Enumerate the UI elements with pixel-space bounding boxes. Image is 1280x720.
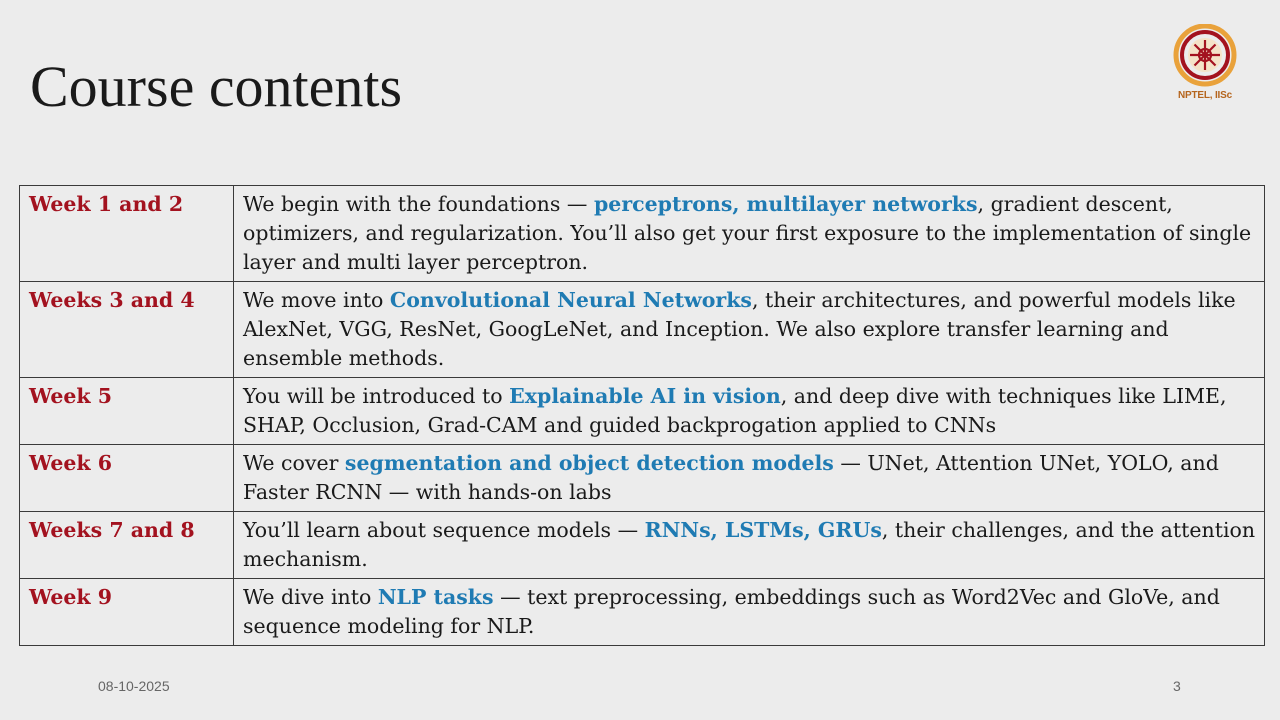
description-text: We begin with the foundations — — [243, 192, 594, 216]
nptel-logo-icon — [1173, 23, 1237, 87]
slide-title: Course contents — [30, 54, 403, 119]
week-description: You’ll learn about sequence models — RNN… — [233, 511, 1265, 579]
week-label: Week 9 — [19, 578, 234, 646]
week-description: You will be introduced to Explainable AI… — [233, 377, 1265, 445]
description-text: , gradient descent, optimizers, and regu… — [243, 192, 1252, 274]
week-description: We move into Convolutional Neural Networ… — [233, 281, 1265, 378]
description-text: We cover — [243, 451, 345, 475]
description-highlight: segmentation and object detection models — [344, 451, 834, 475]
week-label: Weeks 7 and 8 — [19, 511, 234, 579]
week-label: Weeks 3 and 4 — [19, 281, 234, 378]
week-label: Week 6 — [19, 444, 234, 512]
description-text: You’ll learn about sequence models — — [243, 518, 645, 542]
description-highlight: Convolutional Neural Networks — [389, 288, 752, 312]
description-highlight: NLP tasks — [377, 585, 494, 609]
description-highlight: RNNs, LSTMs, GRUs — [644, 518, 882, 542]
week-description: We dive into NLP tasks — text preprocess… — [233, 578, 1265, 646]
description-text: We move into — [243, 288, 390, 312]
description-text: — text preprocessing, embeddings such as… — [243, 585, 1220, 638]
description-text: , their architectures, and powerful mode… — [243, 288, 1236, 370]
week-label: Week 5 — [19, 377, 234, 445]
description-text: , their challenges, and the attention me… — [243, 518, 1256, 571]
description-text: We dive into — [243, 585, 378, 609]
description-highlight: perceptrons, multilayer networks — [593, 192, 978, 216]
description-highlight: Explainable AI in vision — [509, 384, 781, 408]
week-label: Week 1 and 2 — [19, 185, 234, 282]
description-text: You will be introduced to — [243, 384, 510, 408]
footer-date: 08-10-2025 — [98, 678, 170, 694]
week-description: We cover segmentation and object detecti… — [233, 444, 1265, 512]
logo: NPTEL, IISc — [1168, 23, 1242, 106]
week-description: We begin with the foundations — perceptr… — [233, 185, 1265, 282]
description-text: , and deep dive with techniques like LIM… — [243, 384, 1227, 437]
logo-caption: NPTEL, IISc — [1178, 90, 1232, 101]
page-number: 3 — [1173, 678, 1181, 694]
description-text: — UNet, Attention UNet, YOLO, and Faster… — [243, 451, 1219, 504]
